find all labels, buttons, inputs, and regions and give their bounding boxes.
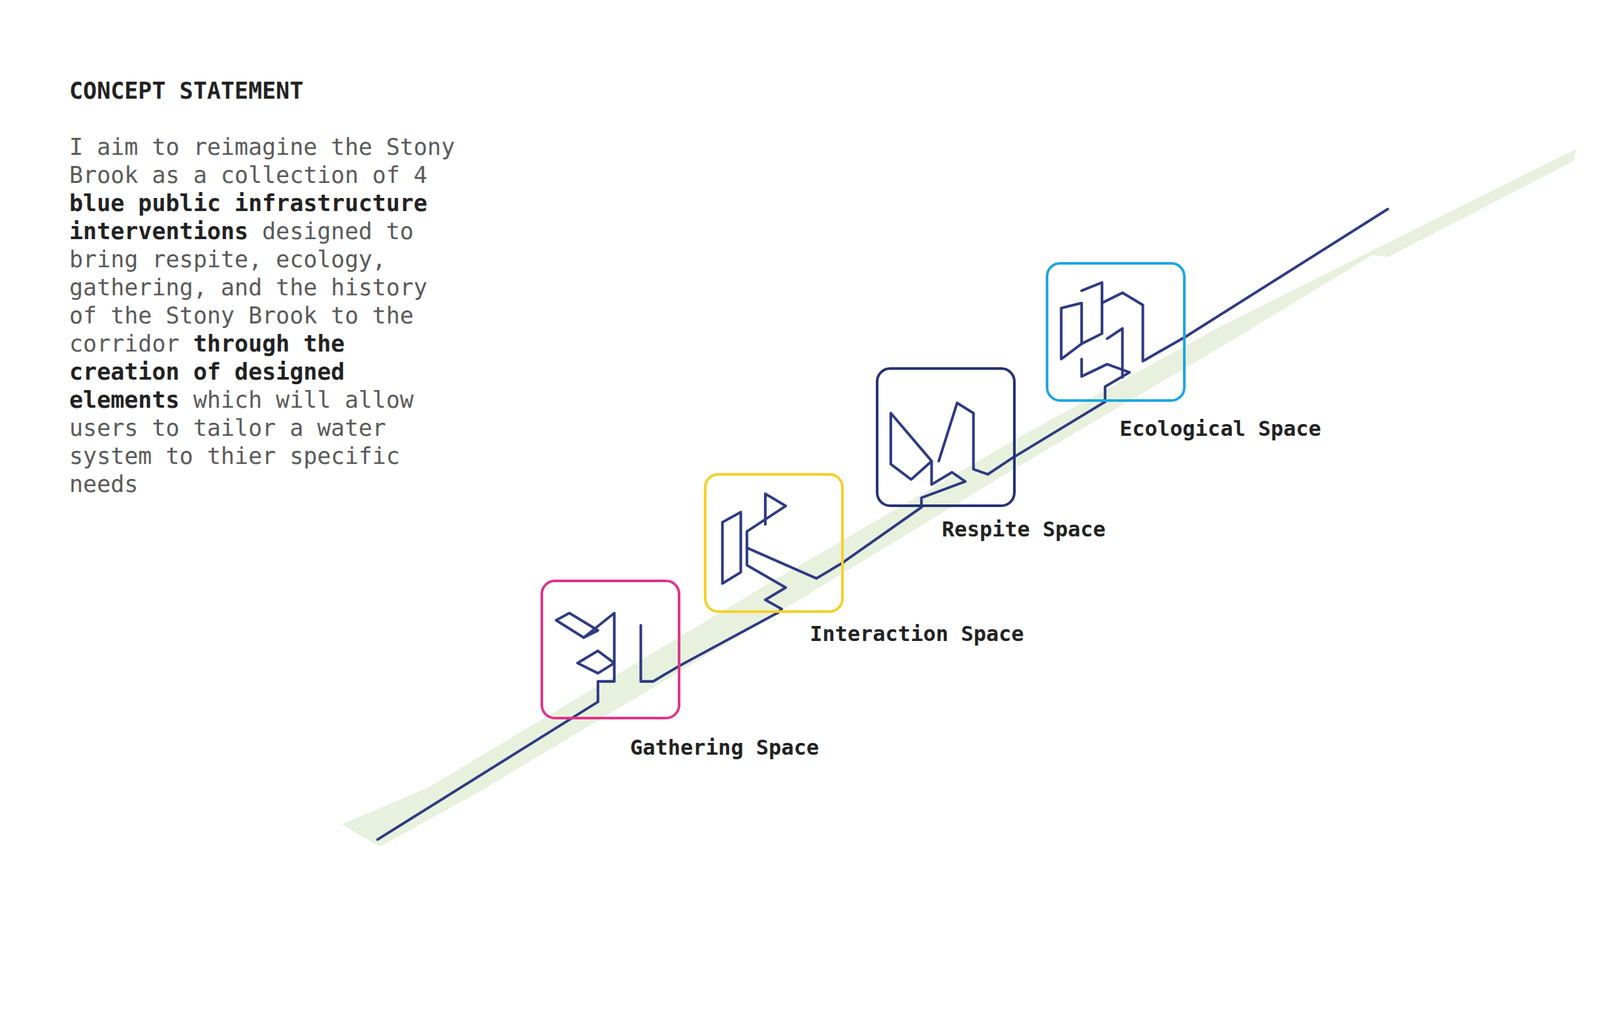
interaction-glyph (722, 494, 844, 614)
brook-connector (1015, 401, 1106, 457)
space-label: Interaction Space (809, 621, 1025, 647)
brook-line (377, 701, 599, 840)
space-box: Respite Space (875, 367, 1016, 508)
space-box: Ecological Space (1045, 262, 1186, 402)
statement-text: I aim to reimagine the Stony Brook as a … (69, 133, 455, 189)
brook-band (341, 149, 1577, 848)
gathering-glyph (556, 613, 681, 702)
concept-title: CONCEPT STATEMENT (69, 77, 304, 105)
space-box: Interaction Space (703, 473, 844, 614)
brook-connector (680, 613, 778, 666)
ecological-glyph (1061, 282, 1186, 402)
concept-statement: I aim to reimagine the Stony Brook as a … (69, 133, 468, 499)
brook-connector (843, 507, 922, 563)
space-label: Gathering Space (630, 735, 819, 761)
respite-glyph (890, 403, 1016, 508)
space-label: Ecological Space (1119, 416, 1321, 442)
brook-line (1185, 209, 1388, 337)
space-box: Gathering Space (540, 579, 681, 720)
space-label: Respite Space (941, 516, 1106, 542)
